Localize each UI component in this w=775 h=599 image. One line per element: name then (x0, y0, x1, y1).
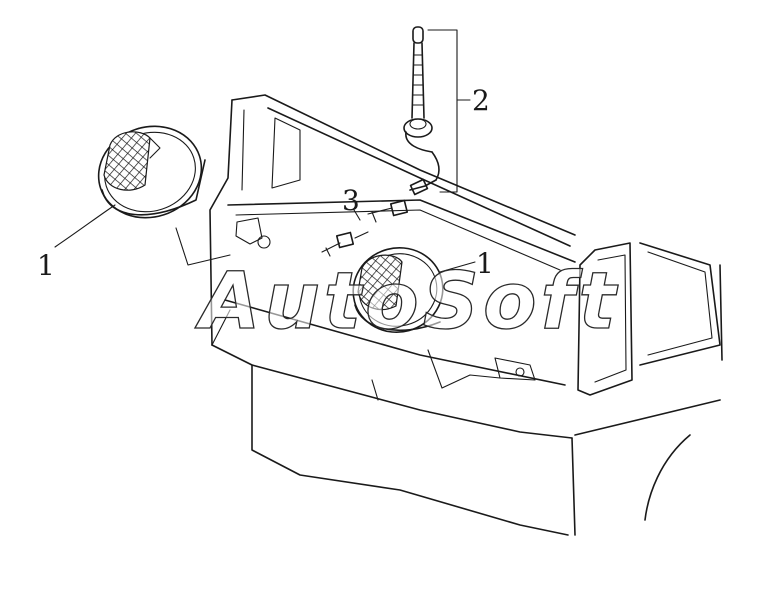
callout-label-1-center: 1 (476, 247, 494, 280)
callout-1-center: 1 (439, 247, 494, 280)
antenna-assembly (403, 26, 471, 196)
callout-label-2: 2 (472, 84, 490, 117)
callout-2: 2 (472, 84, 490, 117)
callout-1-left: 1 (37, 204, 116, 282)
callout-label-1-left: 1 (37, 249, 55, 282)
horn-left-exploded (97, 125, 206, 219)
cable-connector (321, 199, 409, 257)
horn-center-mounted (352, 246, 444, 334)
watermark: AutoSoft (194, 257, 620, 347)
callout-label-3: 3 (342, 184, 360, 217)
vehicle-body (175, 94, 723, 536)
callout-3: 3 (342, 184, 361, 221)
